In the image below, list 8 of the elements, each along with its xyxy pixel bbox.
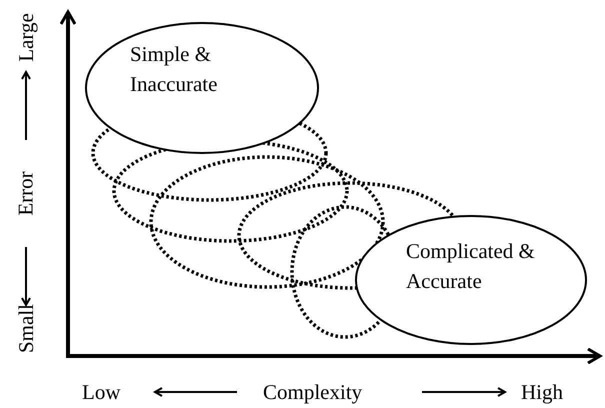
axis-label: Complexity	[263, 380, 362, 405]
ellipse-label: Complicated & Accurate	[406, 238, 536, 295]
axis-label: Error	[14, 170, 39, 216]
axis-label: Small	[14, 304, 38, 352]
ellipse-label: Simple & Inaccurate	[130, 41, 218, 98]
axis-label: Large	[13, 12, 38, 62]
axis-label: Low	[82, 380, 120, 405]
axis-label: High	[521, 380, 563, 405]
